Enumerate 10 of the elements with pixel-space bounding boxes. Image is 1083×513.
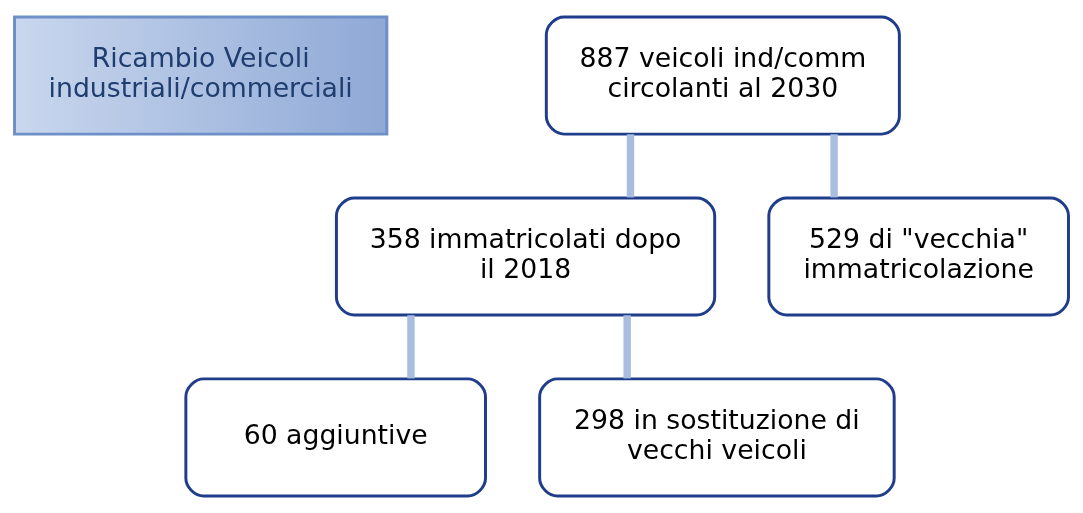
- connector: [626, 134, 635, 198]
- node-box: 887 veicoli ind/comm circolanti al 2030: [544, 15, 901, 136]
- connector: [407, 315, 415, 379]
- node-box: Ricambio Veicoli industriali/commerciali: [13, 15, 389, 136]
- node-box: 60 aggiuntive: [184, 377, 487, 498]
- node-box: 358 immatricolati dopo il 2018: [334, 196, 717, 317]
- node-box: 298 in sostituzione di vecchi veicoli: [538, 377, 896, 498]
- connector: [830, 134, 838, 198]
- node-box: 529 di "vecchia" immatricolazione: [767, 196, 1070, 317]
- connector: [623, 315, 631, 379]
